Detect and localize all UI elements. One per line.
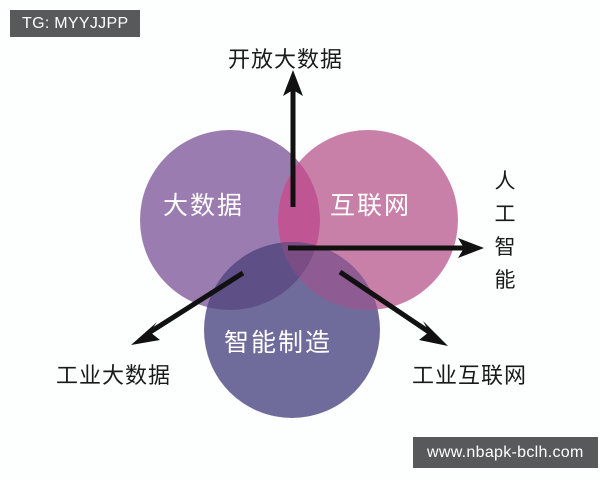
label-artificial-intelligence: 人 工 智 能 — [492, 165, 518, 297]
label-open-big-data: 开放大数据 — [228, 47, 344, 72]
venn-overlap-internet-manufacturing — [278, 242, 380, 310]
label-industrial-internet: 工业互联网 — [412, 363, 528, 388]
venn-label-big-data: 大数据 — [163, 192, 245, 220]
label-ai-char-3: 智 — [494, 236, 516, 259]
arrow-group — [131, 70, 484, 346]
arrow-up-head — [283, 70, 303, 96]
venn-overlap-bigdata-manufacturing — [204, 242, 320, 310]
label-ai-char-2: 工 — [494, 203, 516, 226]
label-industrial-big-data: 工业大数据 — [56, 363, 172, 388]
arrow-down-right-line — [338, 269, 434, 337]
label-ai-char-4: 能 — [494, 269, 516, 292]
watermark-top-tag: TG: MYYJJPP — [10, 10, 141, 37]
venn-label-intelligent-manufacturing: 智能制造 — [224, 329, 333, 357]
arrow-down-left-head — [131, 322, 160, 345]
arrow-down-right-head — [419, 321, 448, 346]
arrow-right-head — [458, 238, 484, 258]
label-ai-char-1: 人 — [494, 170, 516, 193]
arrow-down-left-line — [145, 270, 245, 337]
venn-label-internet: 互联网 — [330, 192, 412, 220]
watermark-bottom-url: www.nbapk-bclh.com — [413, 437, 598, 468]
